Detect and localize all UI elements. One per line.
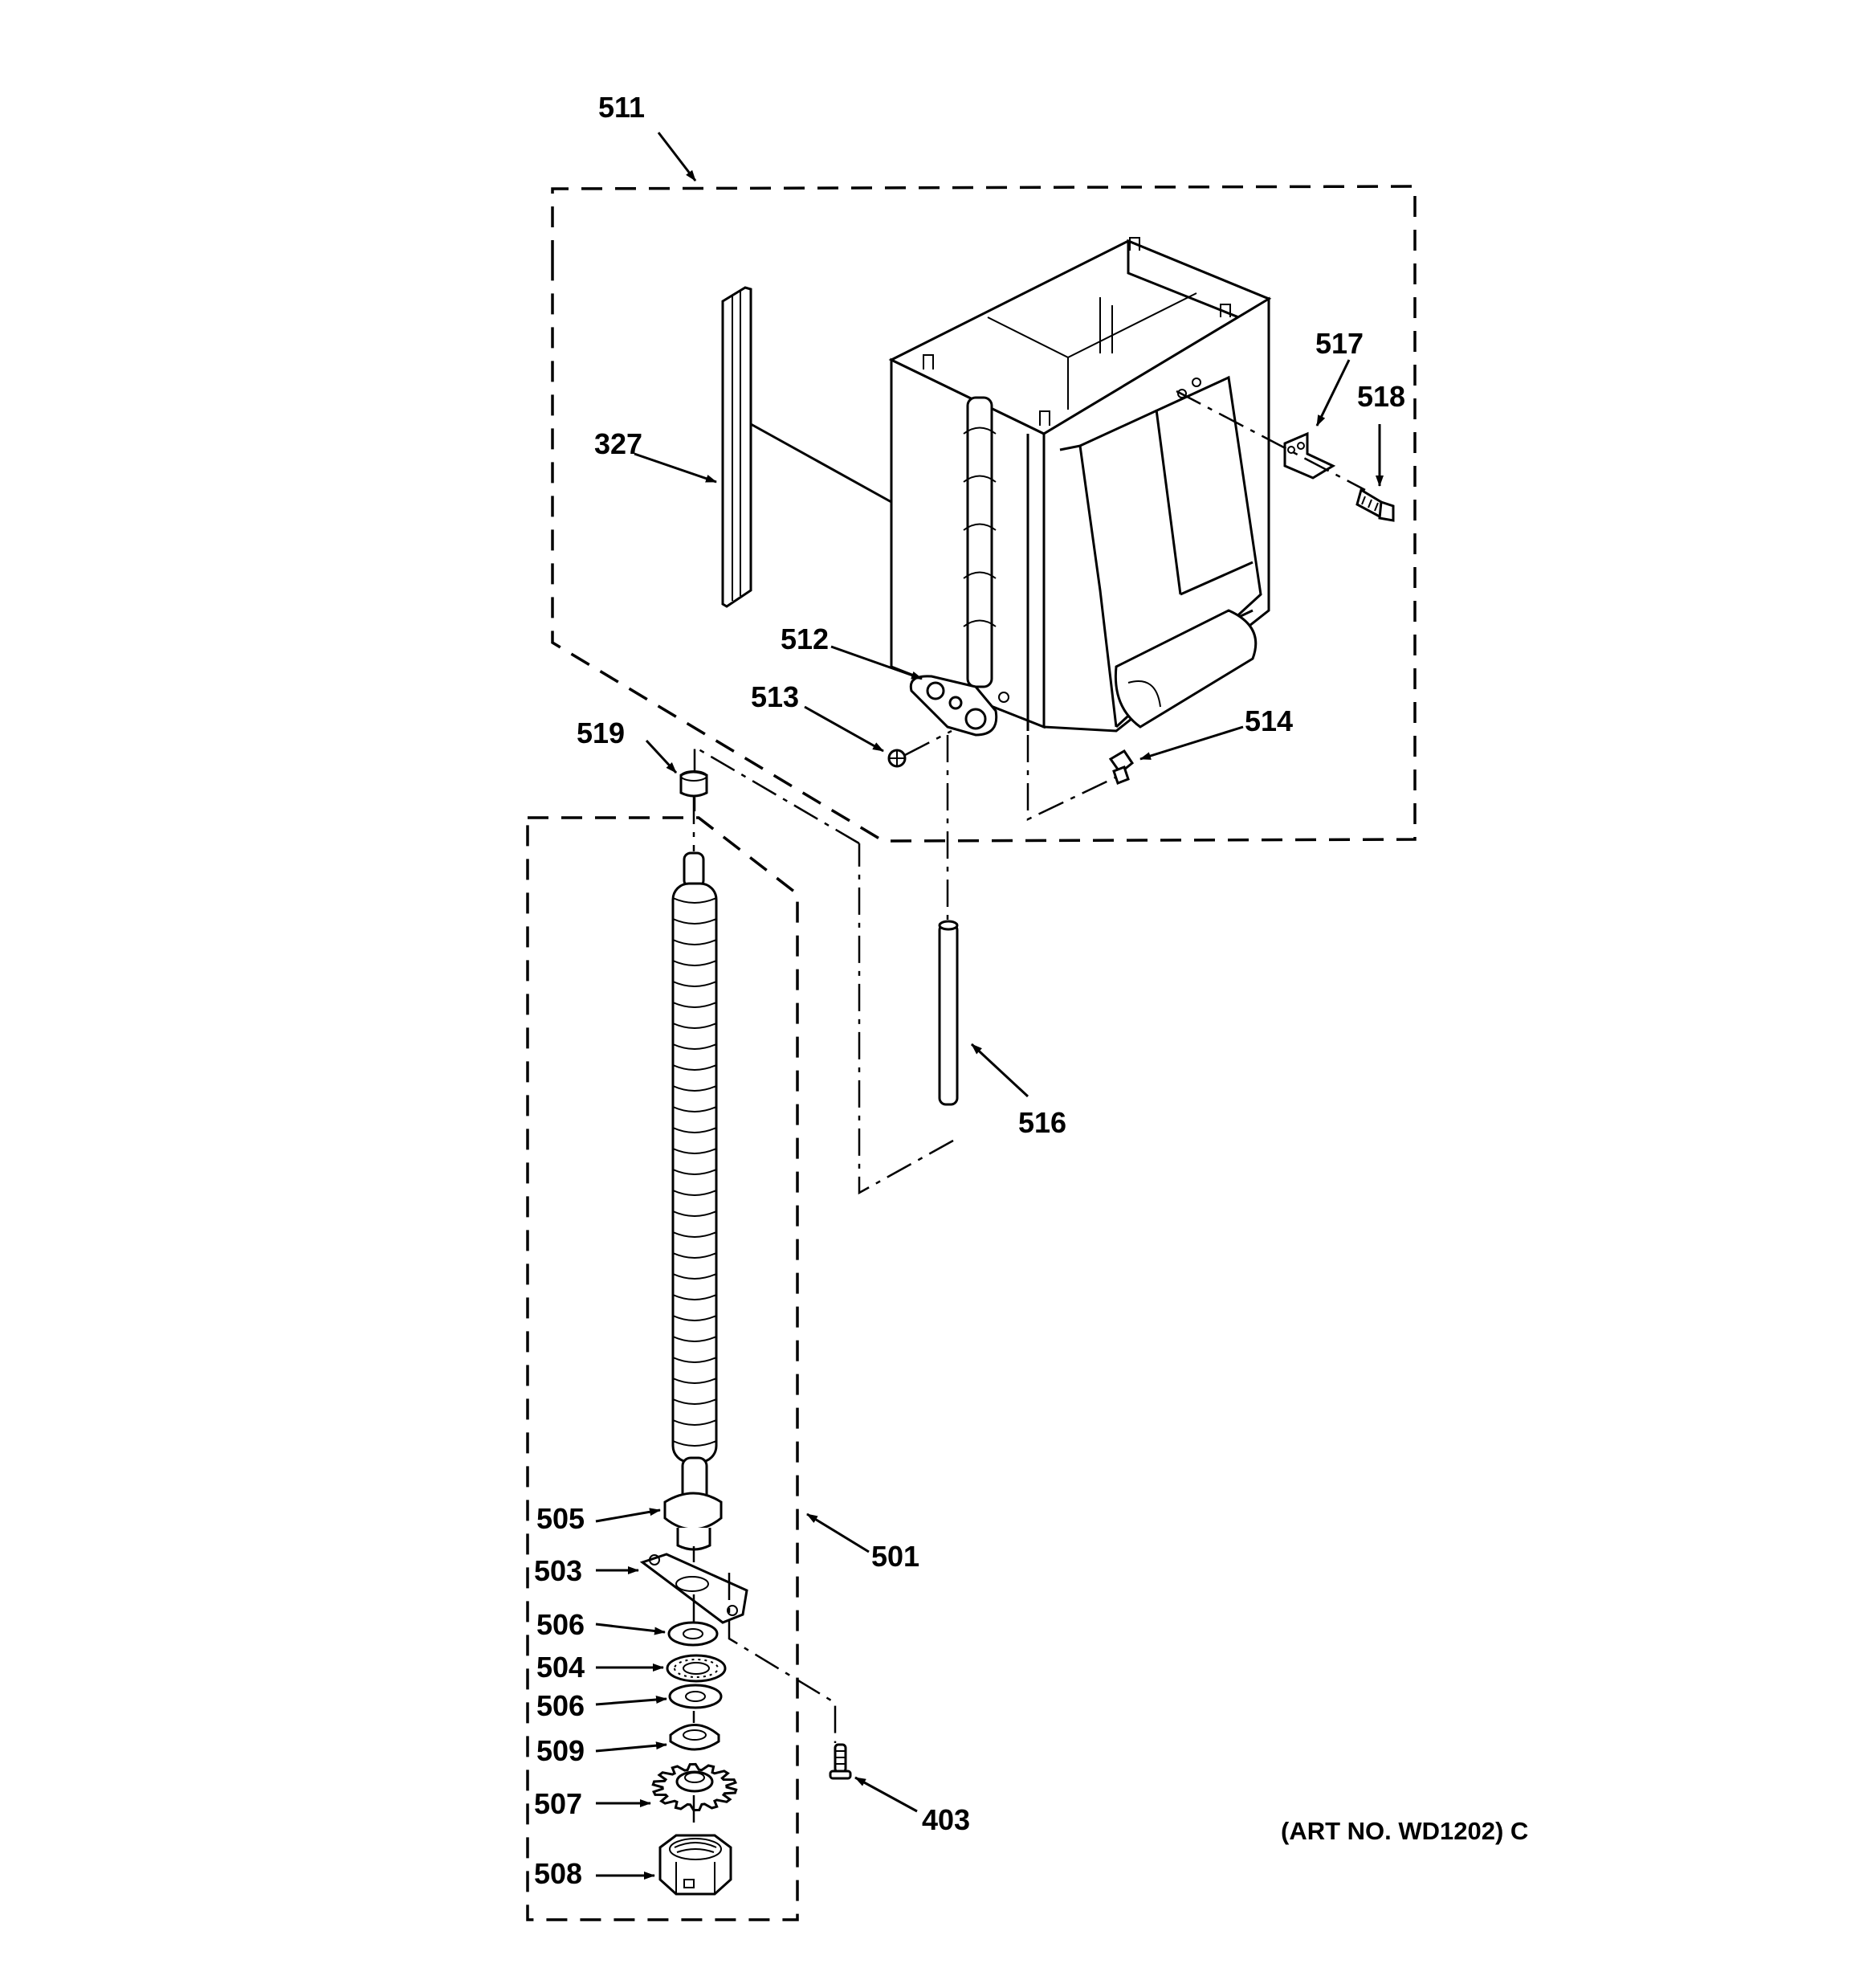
- callout-501: 501: [871, 1540, 919, 1573]
- callout-leaders: [595, 132, 1384, 1880]
- seal-strip-327: [721, 286, 892, 608]
- callout-403: 403: [922, 1803, 970, 1836]
- callout-514: 514: [1245, 704, 1293, 737]
- callout-509: 509: [536, 1734, 585, 1767]
- art-number: (ART NO. WD1202) C: [1281, 1817, 1528, 1845]
- auger-assembly-501: [639, 851, 852, 1896]
- callout-511: 511: [598, 91, 645, 124]
- cap-519: [679, 770, 708, 851]
- callout-505: 505: [536, 1502, 585, 1535]
- callout-504: 504: [536, 1651, 585, 1684]
- assembly-501-boundary: [526, 816, 799, 1921]
- assembly-511-boundary: [551, 185, 1417, 843]
- shaft-516: [693, 735, 959, 1195]
- callout-327: 327: [594, 427, 642, 460]
- pin-514: [1108, 749, 1135, 785]
- cam-512: [909, 675, 1009, 737]
- callout-507: 507: [534, 1787, 582, 1820]
- callout-513: 513: [751, 680, 799, 713]
- clip-513: [887, 729, 952, 768]
- callout-512: 512: [781, 623, 829, 655]
- callout-506-lower: 506: [536, 1689, 585, 1722]
- callout-518: 518: [1357, 380, 1405, 413]
- callout-508: 508: [534, 1857, 582, 1890]
- callout-519: 519: [577, 716, 625, 749]
- screw-518: [1355, 488, 1395, 522]
- callout-506-upper: 506: [536, 1608, 585, 1641]
- callout-516: 516: [1018, 1106, 1066, 1139]
- bracket-517: [1176, 390, 1366, 492]
- callout-517: 517: [1315, 327, 1364, 360]
- callout-503: 503: [534, 1554, 582, 1587]
- housing-assembly-511: [888, 237, 1272, 821]
